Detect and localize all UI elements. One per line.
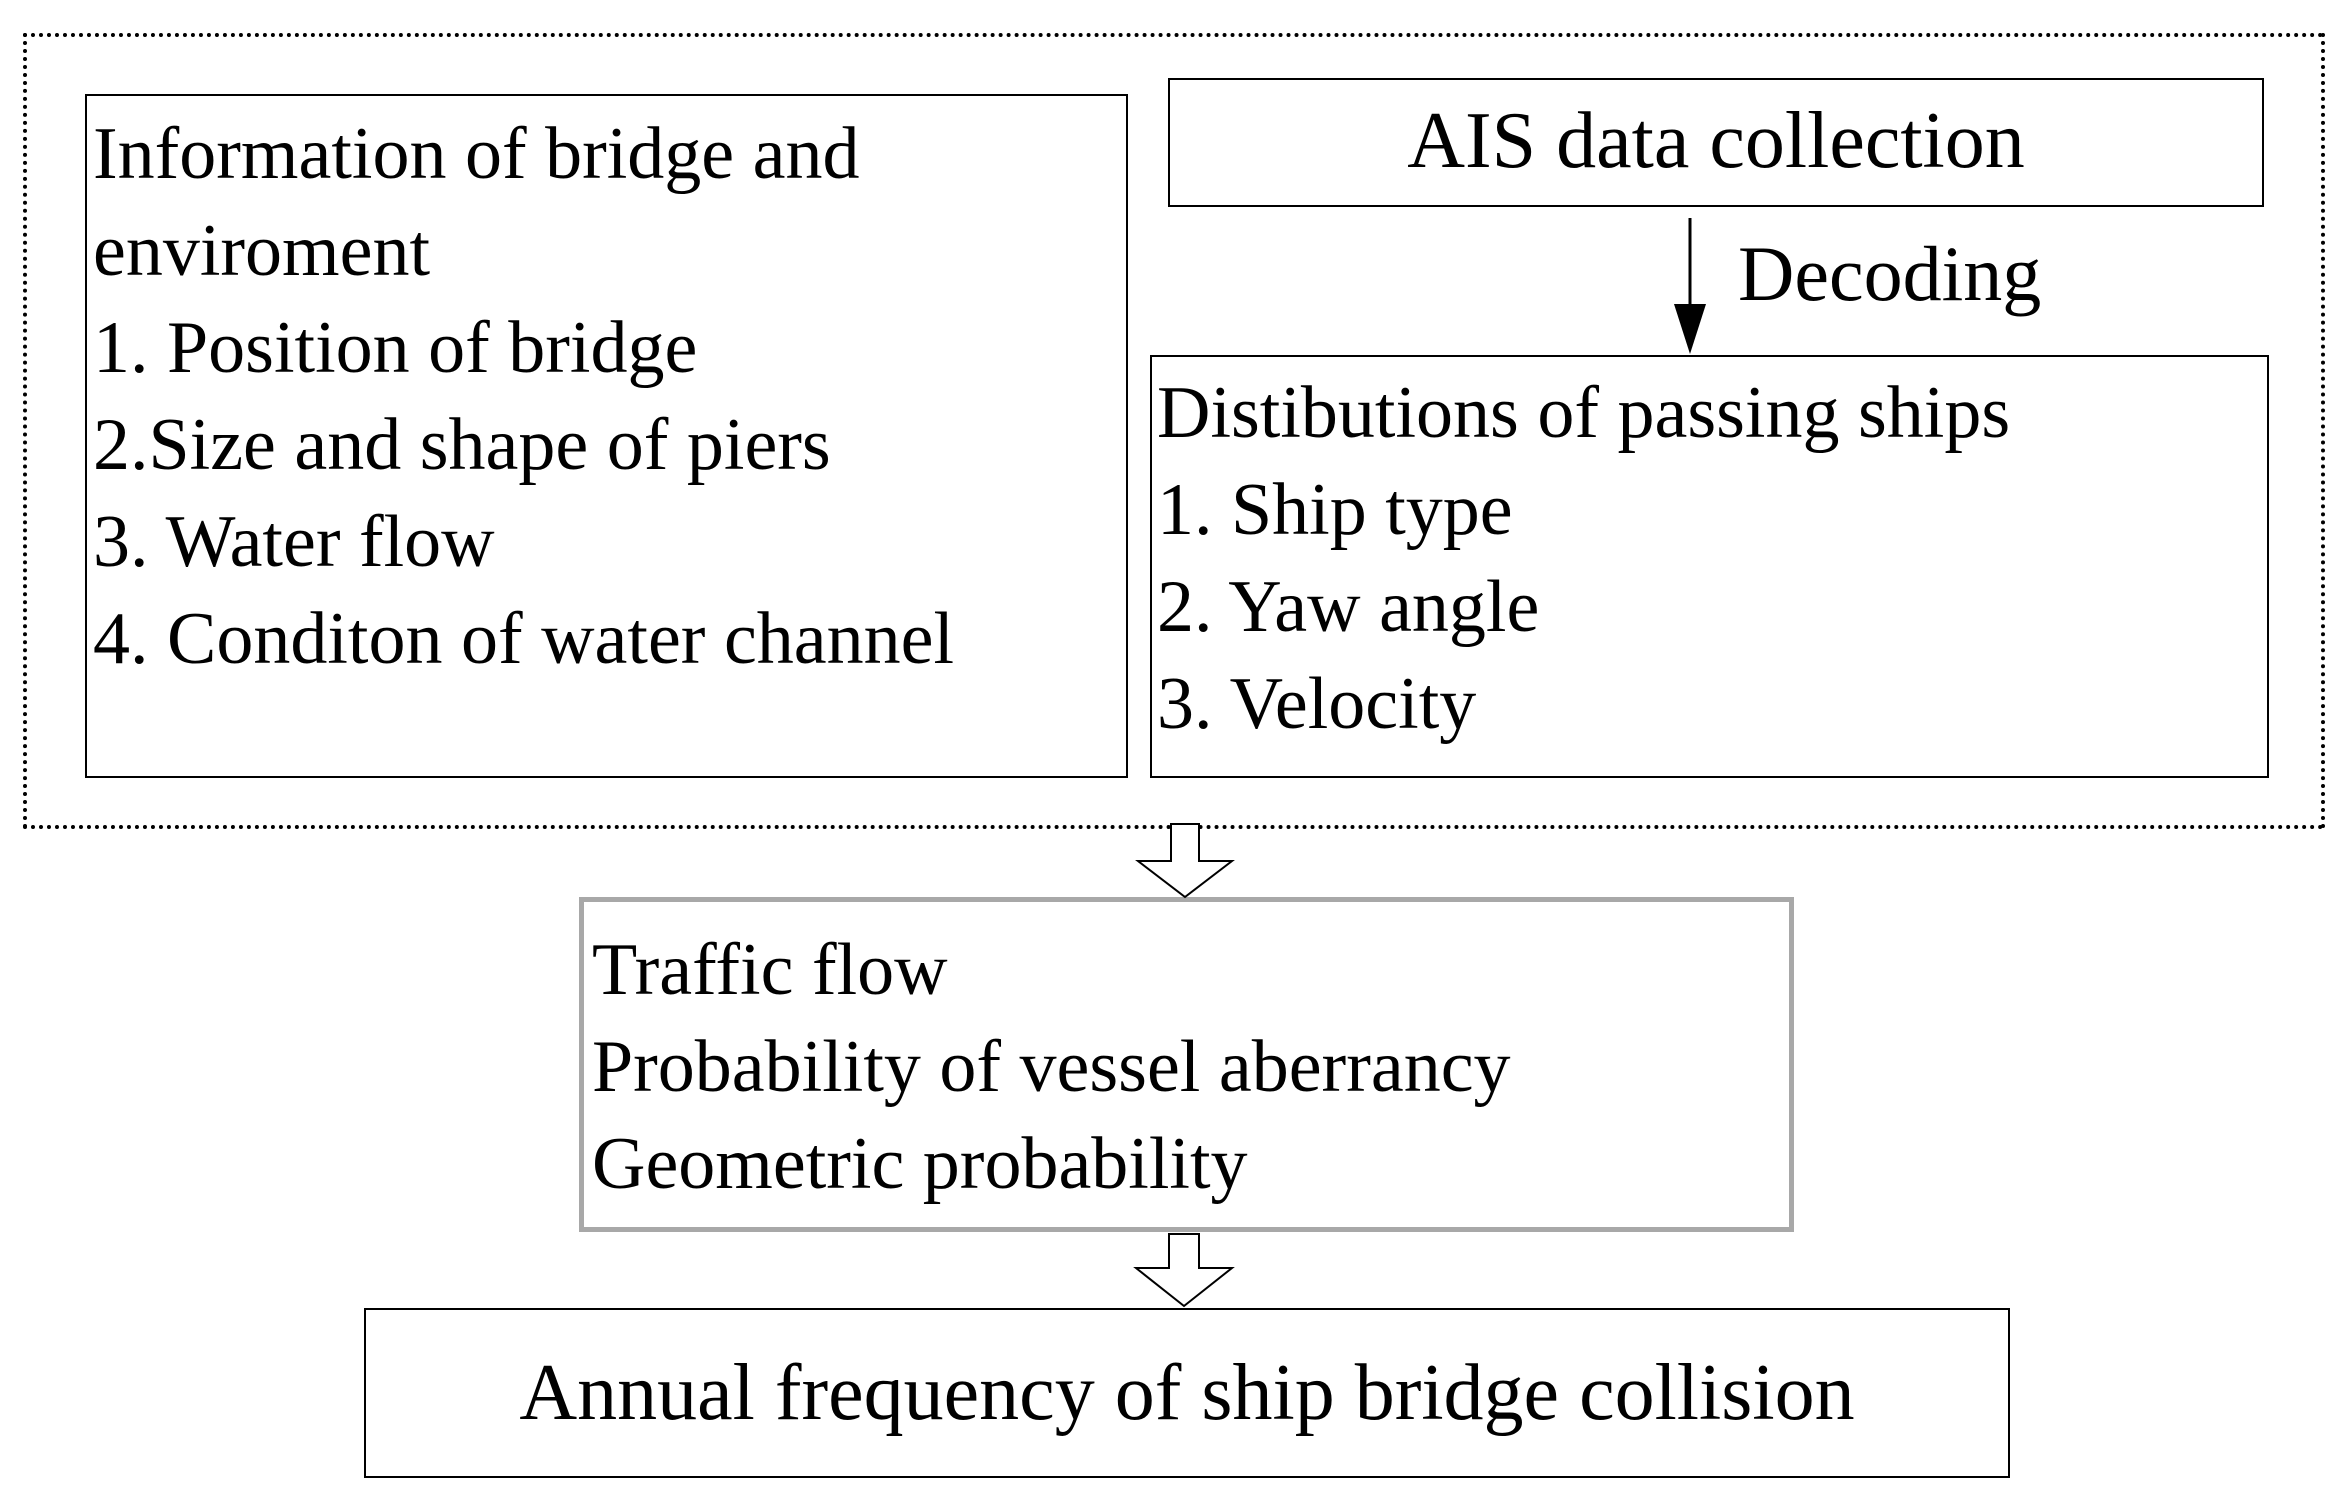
geometric-probability-line: Geometric probability bbox=[592, 1123, 1248, 1205]
bridge-environment-title-line1: Information of bridge and bbox=[93, 113, 860, 195]
annual-frequency-box: Annual frequency of ship bridge collisio… bbox=[364, 1308, 2010, 1478]
decoding-arrow-head bbox=[1674, 304, 1706, 354]
bridge-environment-box: Information of bridge and enviroment 1. … bbox=[85, 94, 1128, 778]
decoding-label: Decoding bbox=[1738, 230, 2042, 317]
bridge-item-piers: 2.Size and shape of piers bbox=[93, 404, 831, 486]
bridge-item-water-flow: 3. Water flow bbox=[93, 501, 495, 583]
hollow-arrow-down-2 bbox=[1133, 1233, 1235, 1308]
ship-distribution-text: Distibutions of passing ships 1. Ship ty… bbox=[1157, 365, 2010, 753]
ais-collection-label: AIS data collection bbox=[1407, 97, 2025, 185]
ship-item-type: 1. Ship type bbox=[1157, 469, 1513, 551]
bridge-item-channel: 4. Conditon of water channel bbox=[93, 598, 955, 680]
traffic-flow-line: Traffic flow bbox=[592, 929, 948, 1011]
ship-item-velocity: 3. Velocity bbox=[1157, 663, 1477, 745]
ship-distribution-box: Distibutions of passing ships 1. Ship ty… bbox=[1150, 355, 2269, 778]
hollow-arrow-down-1 bbox=[1135, 823, 1235, 899]
bridge-environment-text: Information of bridge and enviroment 1. … bbox=[93, 106, 954, 688]
probability-text: Traffic flow Probability of vessel aberr… bbox=[592, 922, 1511, 1213]
bridge-item-position: 1. Position of bridge bbox=[93, 307, 698, 389]
ship-distribution-title: Distibutions of passing ships bbox=[1157, 372, 2011, 454]
vessel-aberrancy-line: Probability of vessel aberrancy bbox=[592, 1026, 1511, 1108]
probability-box: Traffic flow Probability of vessel aberr… bbox=[579, 897, 1794, 1232]
ship-item-yaw: 2. Yaw angle bbox=[1157, 566, 1540, 648]
ais-collection-box: AIS data collection bbox=[1168, 78, 2264, 207]
bridge-environment-title-line2: enviroment bbox=[93, 210, 431, 292]
annual-frequency-label: Annual frequency of ship bridge collisio… bbox=[519, 1349, 1855, 1437]
